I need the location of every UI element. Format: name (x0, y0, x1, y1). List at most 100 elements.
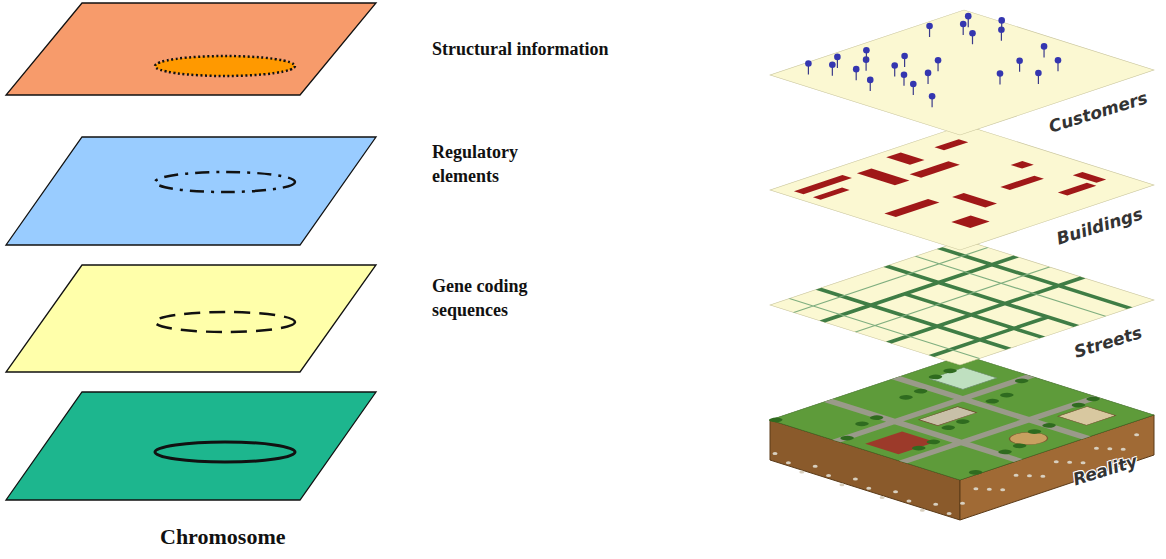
pin-stem (963, 26, 964, 35)
tree (995, 449, 1014, 455)
stone (880, 496, 885, 499)
stone (893, 490, 898, 493)
tree (997, 392, 1016, 398)
pin-head (901, 53, 908, 60)
gis-layer-label: Streets (1072, 322, 1145, 362)
layer-label: Gene coding sequences (432, 274, 562, 323)
tree (966, 469, 985, 475)
layer-label: Regulatory elements (432, 140, 542, 189)
building-footprint (910, 161, 960, 178)
pin-head (997, 70, 1004, 77)
pin-head (1041, 43, 1048, 50)
dotted-ellipse (155, 56, 295, 76)
tree (926, 374, 945, 380)
pin-head (1035, 70, 1042, 77)
stone (973, 487, 978, 490)
stone (920, 509, 925, 512)
pin-head (998, 17, 1005, 24)
stone (1027, 474, 1032, 477)
streets-layer (770, 240, 1154, 365)
pin-stem (837, 59, 838, 68)
building-footprint (952, 193, 997, 207)
stone (826, 474, 831, 477)
pin-stem (972, 35, 973, 44)
building-footprint (884, 199, 939, 217)
pin-stem (1057, 62, 1058, 71)
pin-stem (1043, 48, 1044, 57)
pin-head (829, 61, 836, 68)
chromosome-plane (6, 392, 376, 500)
tree (1069, 402, 1088, 408)
stone (1134, 433, 1139, 436)
gis-layers (766, 10, 1155, 520)
tree (983, 398, 1002, 404)
buildings-layer (770, 125, 1154, 250)
tree (1039, 422, 1058, 428)
pin-head (834, 54, 841, 61)
pin-head (965, 13, 972, 20)
pin-head (867, 77, 874, 84)
stone (947, 512, 952, 515)
tree (766, 417, 785, 423)
pin-head (1016, 57, 1023, 64)
tree (1012, 378, 1031, 384)
pin-head (901, 71, 908, 78)
tree (867, 415, 886, 421)
pin-stem (999, 76, 1000, 85)
building-footprint (813, 188, 850, 200)
stone (813, 465, 818, 468)
stone (1081, 461, 1086, 464)
tree (852, 421, 871, 427)
pin-head (969, 30, 976, 37)
pin-stem (808, 66, 809, 75)
stone (1054, 460, 1059, 463)
pin-stem (870, 82, 871, 91)
building-footprint (1000, 176, 1043, 190)
building-footprint (1073, 172, 1106, 183)
figure-caption: Chromosome (160, 522, 360, 552)
stone (933, 503, 938, 506)
pin-stem (832, 67, 833, 76)
pin-stem (1019, 63, 1020, 72)
stone (906, 499, 911, 502)
stone (1094, 447, 1099, 450)
pin-head (960, 21, 967, 28)
tree (1084, 396, 1103, 402)
tree (940, 368, 959, 374)
pin-stem (1038, 75, 1039, 84)
tree (953, 418, 972, 424)
pin-head (891, 62, 898, 69)
pin-stem (927, 75, 928, 84)
coding-plane (6, 265, 376, 372)
pin-head (853, 66, 860, 73)
pin-stem (894, 68, 895, 77)
stone (1107, 447, 1112, 450)
pin-stem (865, 62, 866, 71)
building-footprint (857, 168, 910, 185)
pin-stem (904, 58, 905, 67)
stone (1067, 461, 1072, 464)
tree (924, 439, 943, 445)
pin-head (805, 60, 812, 67)
pin-stem (1001, 32, 1002, 41)
pin-stem (866, 52, 867, 61)
tree (909, 445, 928, 451)
building-footprint (1011, 161, 1034, 169)
pin-head (863, 47, 870, 54)
stone (773, 452, 778, 455)
customer-pins (805, 13, 1061, 107)
stone (987, 488, 992, 491)
solid-ellipse (155, 442, 295, 462)
pin-stem (968, 18, 969, 27)
regulatory-plane (6, 137, 376, 245)
stone (839, 483, 844, 486)
stone (866, 487, 871, 490)
pin-head (935, 57, 942, 64)
dashdot-ellipse (155, 172, 295, 192)
layer-label: Structural information (432, 37, 692, 61)
pin-head (929, 93, 936, 100)
pin-stem (1001, 22, 1002, 31)
pin-head (926, 23, 933, 30)
tree (896, 394, 915, 400)
